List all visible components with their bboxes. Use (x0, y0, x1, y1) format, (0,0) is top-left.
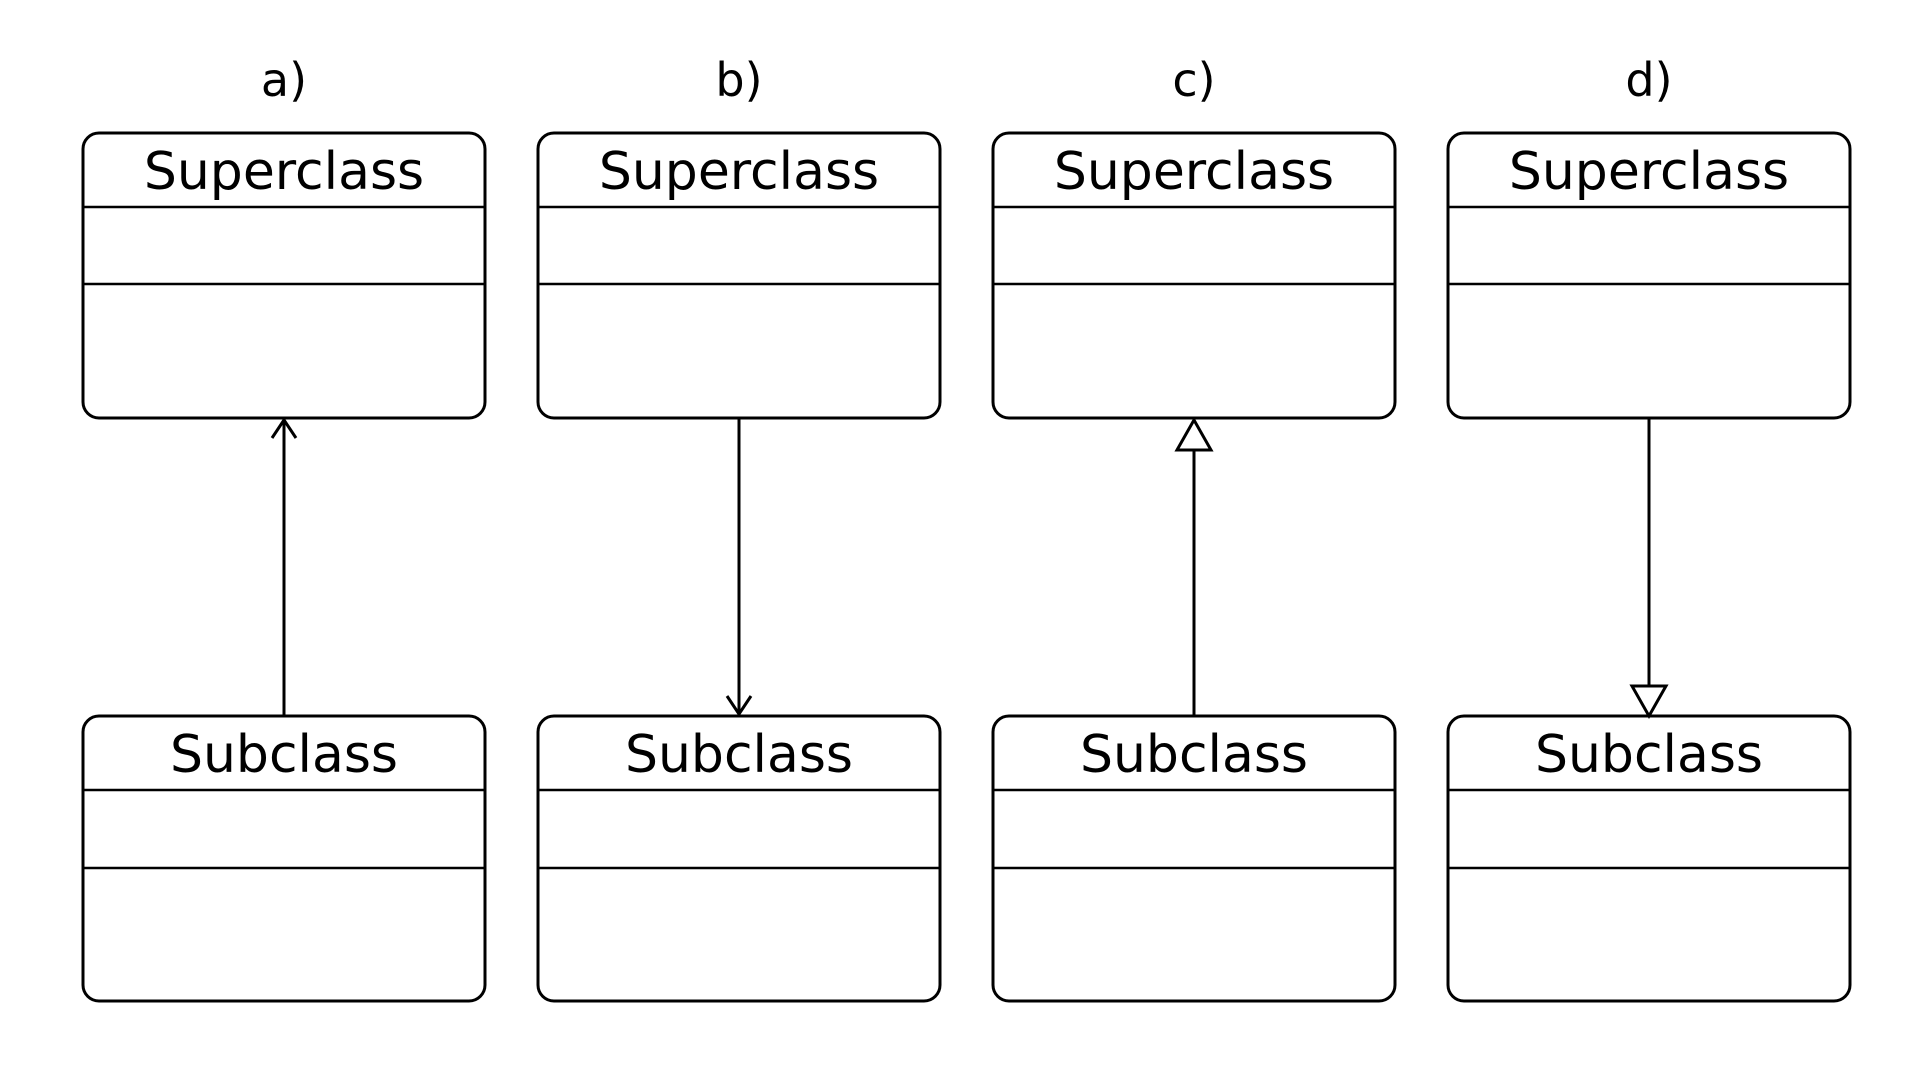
subclass-name: Subclass (170, 725, 398, 785)
generalization-arrow (1629, 418, 1669, 720)
panel-b: b) Superclass Subclass (536, 53, 942, 1003)
superclass-box[interactable]: Superclass (536, 131, 942, 420)
panel-label: b) (715, 53, 762, 107)
panel-c: c) Superclass Subclass (991, 53, 1397, 1003)
subclass-name: Subclass (1535, 725, 1763, 785)
subclass-name: Subclass (625, 725, 853, 785)
panel-a: a) Superclass Subclass (81, 53, 487, 1003)
superclass-box[interactable]: Superclass (991, 131, 1397, 420)
superclass-box[interactable]: Superclass (1446, 131, 1852, 420)
subclass-box[interactable]: Subclass (81, 714, 487, 1003)
panel-label: a) (261, 53, 307, 107)
panel-label: d) (1625, 53, 1672, 107)
superclass-name: Superclass (599, 142, 879, 202)
subclass-name: Subclass (1080, 725, 1308, 785)
subclass-box[interactable]: Subclass (536, 714, 942, 1003)
panel-label: c) (1172, 53, 1215, 107)
superclass-name: Superclass (1509, 142, 1789, 202)
generalization-arrow (1174, 416, 1214, 716)
superclass-name: Superclass (144, 142, 424, 202)
superclass-box[interactable]: Superclass (81, 131, 487, 420)
open-arrowhead-icon (725, 695, 753, 717)
superclass-name: Superclass (1054, 142, 1334, 202)
open-arrowhead-icon (270, 417, 298, 439)
association-arrow (725, 418, 753, 717)
association-arrow (270, 417, 298, 716)
panel-d: d) Superclass Subclass (1446, 53, 1852, 1003)
hollow-triangle-arrowhead-icon (1629, 684, 1669, 720)
subclass-box[interactable]: Subclass (1446, 714, 1852, 1003)
hollow-triangle-arrowhead-icon (1174, 416, 1214, 452)
subclass-box[interactable]: Subclass (991, 714, 1397, 1003)
